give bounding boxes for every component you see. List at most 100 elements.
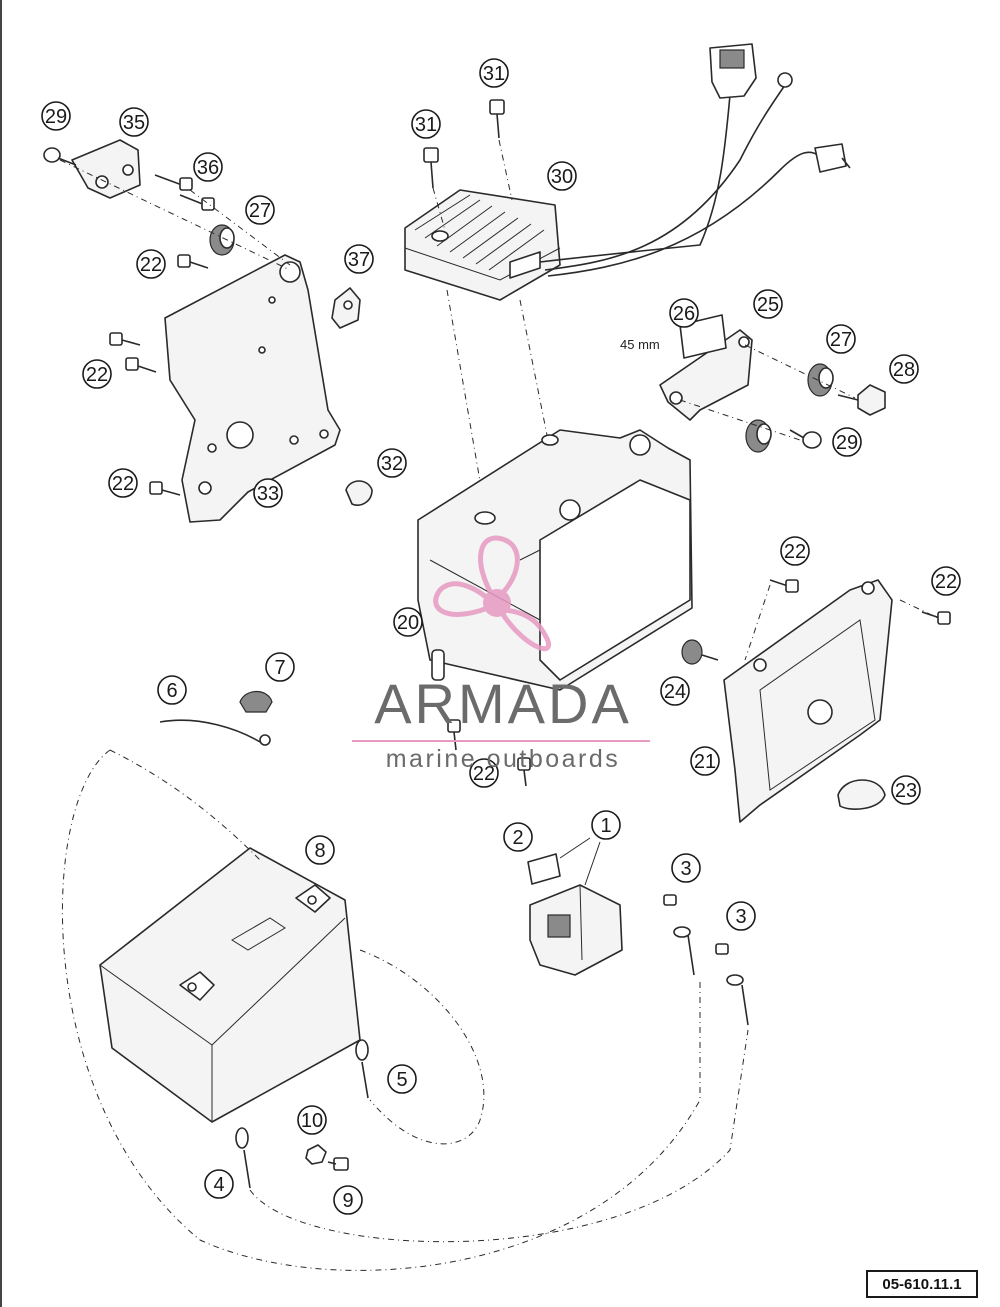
bolt-29-top-left[interactable]	[43, 147, 77, 166]
watermark-brand: ARMADA	[374, 672, 632, 735]
callout-26: 26	[669, 298, 699, 328]
callout-22f-label: 22	[935, 571, 957, 593]
cover-guide-lines	[744, 584, 939, 661]
cable-3-right[interactable]	[726, 974, 749, 1026]
callout-22-plate-left: 22	[82, 359, 112, 389]
mounting-plate[interactable]	[164, 254, 341, 523]
callout-6: 6	[157, 675, 187, 705]
fuse-2[interactable]	[527, 853, 561, 885]
callout-7-label: 7	[274, 657, 285, 679]
callout-33-label: 33	[257, 483, 279, 505]
rubber-grommet-27-right[interactable]	[745, 363, 834, 453]
diagram-reference-code: 05-610.11.1	[866, 1270, 978, 1298]
callout-25: 25	[753, 289, 783, 319]
strap-clip-23[interactable]	[837, 779, 886, 810]
callout-1-label: 1	[600, 815, 611, 837]
bracket-25[interactable]	[659, 329, 753, 421]
bracket-35[interactable]	[71, 139, 141, 199]
callout-35-label: 35	[123, 112, 145, 134]
callout-22e-label: 22	[784, 541, 806, 563]
bolt-29-right[interactable]	[789, 429, 822, 449]
callout-3-left-label: 3	[680, 858, 691, 880]
callout-37: 37	[344, 244, 374, 274]
callout-22-plate-bottom: 22	[108, 468, 138, 498]
regulator-screw-31-left[interactable]	[423, 147, 439, 189]
starter-relay[interactable]	[529, 884, 623, 976]
clip-32[interactable]	[345, 480, 373, 506]
callout-1: 1	[591, 810, 621, 840]
callout-22d-label: 22	[473, 763, 495, 785]
callout-5-label: 5	[396, 1069, 407, 1091]
screws-36[interactable]	[154, 174, 215, 211]
callout-30-label: 30	[551, 166, 573, 188]
callout-22c-label: 22	[112, 473, 134, 495]
callout-2: 2	[503, 822, 533, 852]
callout-6-label: 6	[166, 680, 177, 702]
callout-27-right: 27	[826, 324, 856, 354]
nut-37[interactable]	[331, 287, 361, 329]
callout-27-left: 27	[245, 195, 275, 225]
callout-20: 20	[393, 607, 423, 637]
cable-6[interactable]	[159, 719, 271, 746]
nut-28[interactable]	[837, 384, 886, 416]
plate-guide-lines	[59, 159, 291, 271]
callout-36: 36	[193, 152, 223, 182]
callout-21: 21	[690, 746, 720, 776]
battery[interactable]	[99, 847, 361, 1123]
callout-4-label: 4	[213, 1174, 224, 1196]
cable-routing-lines	[61, 749, 749, 1271]
watermark-propeller-logo	[433, 535, 552, 652]
callout-33: 33	[253, 478, 283, 508]
callout-22-cover-right: 22	[931, 566, 961, 596]
tray-cover[interactable]	[723, 579, 893, 823]
callout-22-tray-bottom: 22	[469, 758, 499, 788]
callout-31b-label: 31	[483, 63, 505, 85]
callout-7: 7	[265, 652, 295, 682]
callout-31-right: 31	[479, 58, 509, 88]
callout-32-label: 32	[381, 453, 403, 475]
screw-22-cover-right[interactable]	[921, 611, 951, 625]
callout-21-label: 21	[694, 751, 716, 773]
callout-28: 28	[889, 354, 919, 384]
callout-29-right: 29	[832, 427, 862, 457]
nut-10[interactable]	[305, 1144, 327, 1165]
rubber-grommet-27-left[interactable]	[209, 224, 235, 256]
screw-22-cover-top[interactable]	[769, 579, 799, 593]
screws-22-plate-left[interactable]	[109, 332, 157, 373]
screws-3[interactable]	[663, 894, 729, 955]
callout-27a-label: 27	[249, 200, 271, 222]
callout-37-label: 37	[348, 249, 370, 271]
cable-5[interactable]	[355, 1039, 369, 1099]
callout-29b-label: 29	[836, 432, 858, 454]
voltage-regulator[interactable]	[404, 189, 561, 301]
screw-22-plate-top[interactable]	[177, 254, 209, 269]
regulator-wiring-harness[interactable]	[539, 43, 851, 277]
callout-23-label: 23	[895, 780, 917, 802]
regulator-screw-31-right[interactable]	[489, 99, 505, 139]
callout-27b-label: 27	[830, 329, 852, 351]
callout-20-label: 20	[397, 612, 419, 634]
callout-4: 4	[204, 1169, 234, 1199]
callout-28-label: 28	[893, 359, 915, 381]
callout-31a-label: 31	[415, 114, 437, 136]
callout-22a-label: 22	[140, 254, 162, 276]
screw-22-plate-bottom[interactable]	[149, 481, 181, 496]
callout-29-top-left: 29	[41, 101, 71, 131]
cable-4[interactable]	[235, 1127, 251, 1189]
bracket-guide-lines	[679, 344, 856, 441]
relay-leader-lines	[559, 837, 601, 886]
rubber-bumper-24[interactable]	[681, 639, 719, 665]
battery-tray[interactable]	[417, 429, 693, 691]
cable-3-left[interactable]	[673, 926, 695, 976]
callout-35: 35	[119, 107, 149, 137]
callout-2-label: 2	[512, 827, 523, 849]
screw-9[interactable]	[327, 1157, 349, 1171]
terminal-cover-7[interactable]	[239, 690, 273, 713]
callout-24-label: 24	[664, 681, 686, 703]
callout-8-label: 8	[314, 840, 325, 862]
callout-25-label: 25	[757, 294, 779, 316]
callout-23: 23	[891, 775, 921, 805]
callout-29a-label: 29	[45, 106, 67, 128]
dimension-label: 45 mm	[620, 337, 660, 352]
